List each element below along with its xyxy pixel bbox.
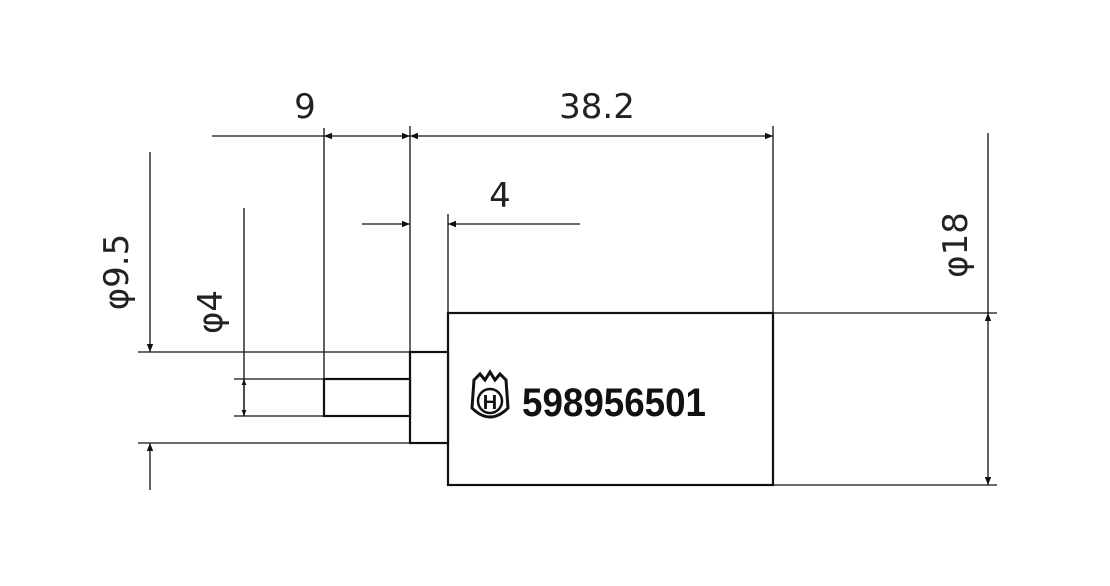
logo-letter: H [483,392,497,414]
part-number: 598956501 [522,381,706,425]
dimension-body-length: 38.2 [410,87,773,140]
dimension-collar-diameter: φ9.5 [97,152,154,490]
dim-text-phi-18: φ18 [936,212,976,278]
pin [322,377,412,418]
collar [408,350,450,445]
extension-lines [138,126,997,486]
dim-text-9: 9 [294,87,316,127]
dimension-collar-length: 4 [362,176,580,228]
dimension-body-diameter: φ18 [936,133,992,485]
dimension-pin-diameter: φ4 [191,208,247,416]
dimension-pin-length: 9 [212,87,410,140]
husqvarna-logo-icon: H [470,369,510,419]
dim-text-4: 4 [489,176,511,216]
dim-text-phi-4: φ4 [191,290,231,334]
dim-text-phi-9-5: φ9.5 [97,234,137,311]
dim-text-38-2: 38.2 [559,87,635,127]
